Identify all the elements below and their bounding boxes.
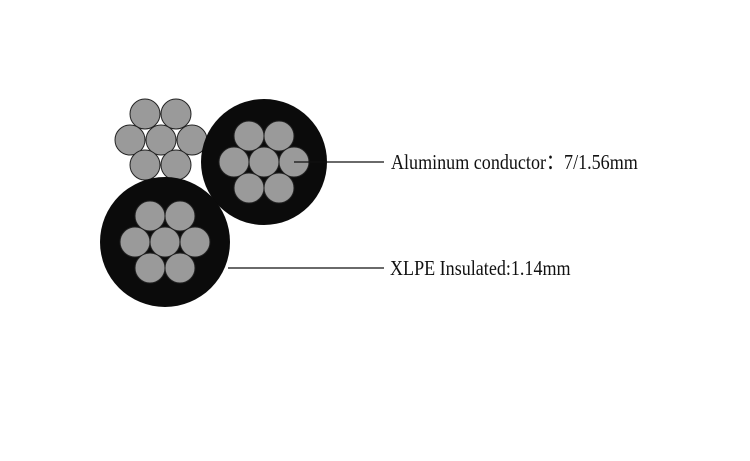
conductor-strand: [164, 200, 196, 232]
conductor-strand: [248, 146, 280, 178]
conductor-strand: [134, 200, 166, 232]
conductor-strand: [119, 226, 151, 258]
conductor-strand: [129, 149, 161, 181]
conductor-strand: [233, 120, 265, 152]
conductor-strand: [114, 124, 146, 156]
conductor-strand: [160, 149, 192, 181]
conductor-strand: [263, 172, 295, 204]
conductor-strand: [218, 146, 250, 178]
conductor-label: Aluminum conductor：7/1.56mm: [391, 150, 638, 174]
conductor-strand: [134, 252, 166, 284]
conductor-strand: [179, 226, 211, 258]
conductor-strand: [233, 172, 265, 204]
conductor-strand: [160, 98, 192, 130]
conductor-strand: [263, 120, 295, 152]
conductor-strand: [164, 252, 196, 284]
insulation-label: XLPE Insulated:1.14mm: [390, 256, 571, 280]
conductor-strand: [129, 98, 161, 130]
conductor-strand: [149, 226, 181, 258]
conductor-strand: [145, 124, 177, 156]
bare-messenger-conductor: [114, 98, 208, 181]
insulated-core-lower: [100, 177, 230, 307]
